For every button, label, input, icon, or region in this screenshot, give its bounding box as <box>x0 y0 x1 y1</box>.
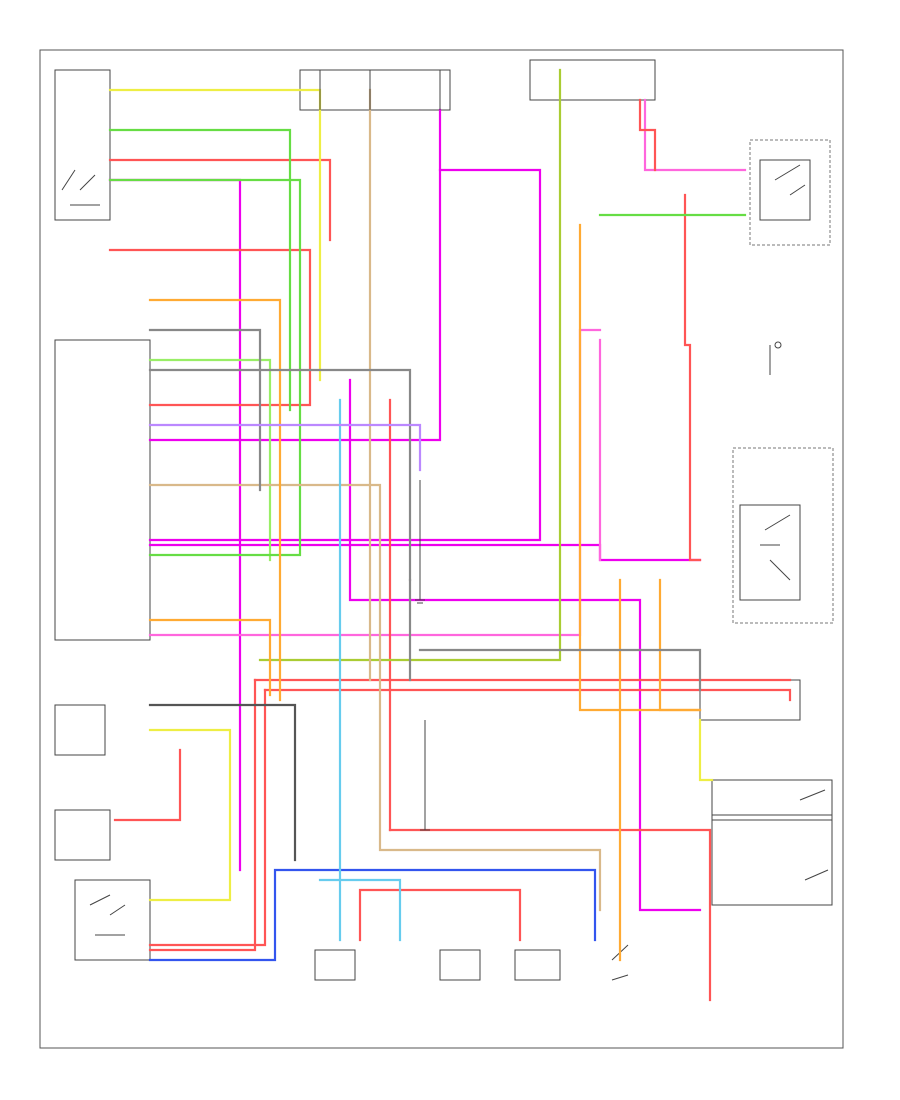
bottom-left-module-box <box>74 879 151 961</box>
wire-yellow-2 <box>148 728 232 902</box>
center-ground-lead <box>415 480 425 604</box>
wire-magenta-1 <box>108 178 242 872</box>
right-relay-2-box <box>732 447 834 624</box>
wire-green-2 <box>148 358 272 562</box>
diagram-frame <box>39 49 844 1049</box>
wire-magenta-5 <box>348 378 702 912</box>
wire-lightblue-2 <box>318 878 402 942</box>
right-relay-1-box <box>749 139 831 246</box>
wire-magenta-3 <box>148 168 542 542</box>
top-right-block <box>529 59 656 101</box>
wire-red-7 <box>388 828 712 1002</box>
wire-pink-1 <box>148 328 602 637</box>
wire-violet-1 <box>148 423 422 472</box>
bottom-sensor-3-box <box>514 949 561 981</box>
wire-green-3 <box>108 178 302 557</box>
wire-green-1 <box>108 128 292 412</box>
wire-pink-3 <box>643 98 747 172</box>
wire-magenta-2 <box>148 108 442 442</box>
wire-gray-3 <box>148 328 262 492</box>
wire-orange-1 <box>148 298 282 702</box>
left-big-module-box <box>54 339 151 641</box>
right-motor-2-box <box>711 814 833 906</box>
wire-orange-2 <box>148 618 272 697</box>
left-switch-box <box>54 809 111 861</box>
wire-tan-2 <box>148 483 602 912</box>
wire-yellow-3 <box>698 718 714 782</box>
right-relay-1-inner <box>759 159 811 221</box>
bottom-sensor-1-box <box>314 949 356 981</box>
wire-red-12 <box>638 98 657 172</box>
wire-magenta-4 <box>148 543 702 562</box>
bottom-sensor-2-box <box>439 949 481 981</box>
wire-red-2 <box>108 248 312 407</box>
top-fuse-leads <box>319 70 441 110</box>
top-center-fuse-block <box>299 69 451 111</box>
motor-1-switch <box>799 789 826 801</box>
right-ground-symbol <box>774 341 782 349</box>
center-ground-lead-2 <box>420 720 430 831</box>
wire-gray-1 <box>148 368 412 582</box>
rear-switch-contact <box>61 169 100 206</box>
right-relay-2-inner <box>739 504 801 601</box>
wire-red-4 <box>263 688 792 702</box>
wire-blue-1 <box>148 868 597 962</box>
bottom-left-switch-symbol <box>89 894 126 936</box>
wire-yellow-1 <box>108 88 322 382</box>
rear-module-box <box>54 69 111 221</box>
right-motor-1-box <box>711 779 833 821</box>
wire-red-11 <box>683 193 702 562</box>
right-relay-1-switch <box>774 164 806 196</box>
wire-red-10 <box>358 888 522 942</box>
wire-red-5 <box>148 678 257 952</box>
wire-red-9 <box>113 748 182 822</box>
wire-gray-2 <box>148 703 297 862</box>
wire-red-1 <box>108 158 332 242</box>
right-relay-2-switch <box>760 514 791 581</box>
motor-2-switch <box>804 869 829 881</box>
wire-olive-1 <box>258 68 562 662</box>
left-small-module-box <box>54 704 106 756</box>
wire-orange-5 <box>658 578 702 712</box>
wire-red-6 <box>148 688 267 947</box>
right-connector <box>699 679 801 721</box>
wire-gray-4 <box>418 648 702 692</box>
